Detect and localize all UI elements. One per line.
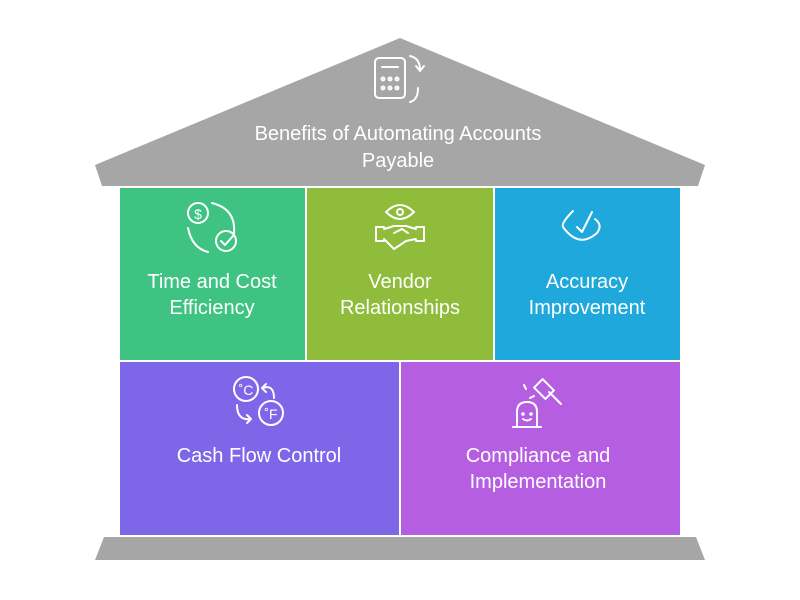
gavel-icon	[512, 378, 562, 428]
base	[95, 537, 705, 560]
pillar-time-cost	[120, 188, 305, 360]
pillar-compliance-line2: Implementation	[470, 471, 607, 493]
title-line2: Payable	[362, 150, 434, 172]
calculator-cycle-icon	[374, 55, 425, 103]
pillar-vendor-line1: Vendor	[368, 271, 432, 293]
pillar-vendor-line2: Relationships	[340, 297, 460, 319]
svg-text:˚F: ˚F	[264, 406, 277, 422]
pillar-accuracy	[495, 188, 680, 360]
eye-check-icon	[561, 210, 601, 241]
pillar-compliance-line1: Compliance and	[466, 445, 611, 467]
pillar-accuracy-line2: Improvement	[529, 297, 646, 319]
pillar-accuracy-line1: Accuracy	[546, 271, 628, 293]
pillar-cash-line1: Cash Flow Control	[177, 445, 342, 467]
pillar-time-line2: Efficiency	[169, 297, 254, 319]
pillar-compliance	[401, 362, 680, 535]
svg-text:˚C: ˚C	[239, 382, 254, 398]
handshake-eye-icon	[375, 204, 425, 250]
currency-exchange-icon: ˚C ˚F	[233, 376, 284, 426]
roof	[95, 38, 705, 186]
pillar-time-line1: Time and Cost	[147, 271, 277, 293]
pillar-cash-flow	[120, 362, 399, 535]
pillar-vendor	[307, 188, 493, 360]
svg-text:$: $	[194, 206, 202, 222]
money-check-cycle-icon: $	[187, 202, 237, 253]
title-line1: Benefits of Automating Accounts	[255, 123, 542, 145]
